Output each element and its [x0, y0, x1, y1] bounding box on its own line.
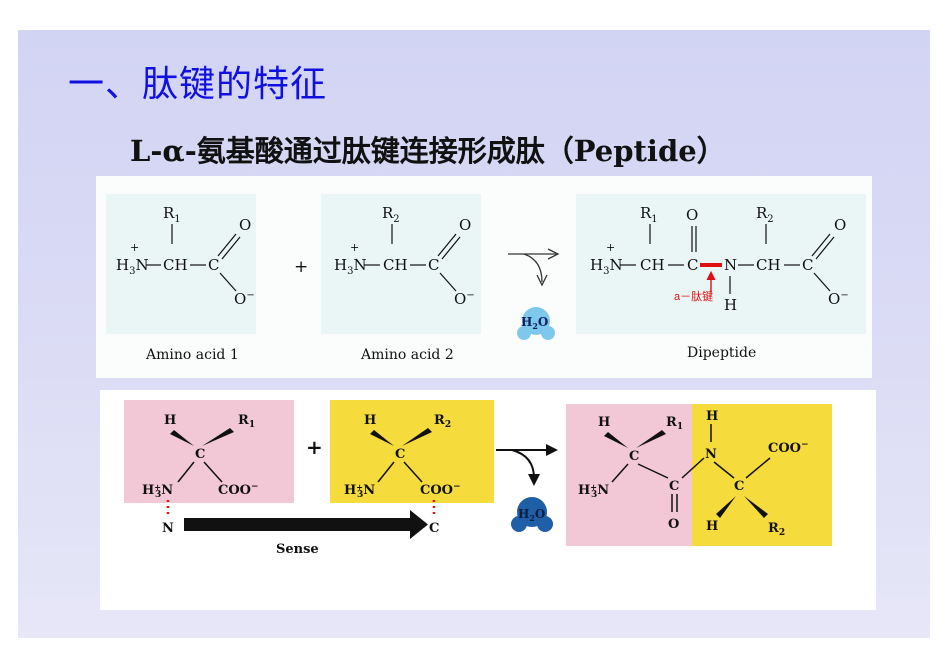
s-aa1-h: H — [164, 413, 176, 428]
dip-ch1: CH — [640, 256, 665, 274]
aa2-single-bond — [439, 272, 457, 292]
dip-ch2: CH — [756, 256, 781, 274]
aa1-carboxyl-c: C — [208, 256, 219, 274]
plus-sign-bottom: + — [306, 435, 323, 459]
water-label-bottom: H2O — [518, 507, 545, 523]
s-aa2-r: R2 — [434, 413, 451, 430]
reaction-diagram-top: R1 + H3N CH C O O− Amino acid 1 + R2 + H… — [96, 176, 872, 378]
slide-title: 一、肽键的特征 — [68, 64, 328, 105]
s-aa2-amine: H+3N — [344, 482, 375, 500]
aa1-pink-box — [124, 400, 294, 503]
aa1-double-bond-b — [221, 236, 241, 260]
s-dip-r1: R1 — [666, 415, 683, 432]
s-aa2-c-end: C — [429, 521, 439, 536]
stereo-aa1: H R1 C H+3N COO− N — [142, 413, 259, 536]
aa2-charge: + — [350, 241, 359, 254]
aa1-double-bond-a — [217, 233, 237, 257]
s-dip-h2: H — [706, 519, 718, 534]
stereo-aa2: H R2 C H+3N COO− C — [344, 413, 461, 536]
s-aa1-amine: H+3N — [142, 482, 173, 500]
dip-nh-n: N — [724, 256, 737, 274]
dip-o2: O — [834, 216, 846, 234]
peptide-formation-scheme: R1 + H3N CH C O O− Amino acid 1 + R2 + H… — [106, 194, 866, 363]
aa1-oxygen: O — [239, 216, 251, 234]
dip-o-minus: O− — [828, 290, 849, 308]
slide-subtitle: L-α-氨基酸通过肽键连接形成肽（Peptide） — [130, 134, 726, 168]
reaction-arrow-bottom — [496, 444, 558, 486]
water-label-top: H2O — [521, 315, 548, 331]
s-dip-nh-h: H — [706, 409, 718, 424]
dipeptide-top: R1 + H3N CH C O N H CH R2 C O O− a－肽键 Di… — [590, 204, 849, 361]
aa2-o-minus: O− — [454, 290, 475, 308]
aa2-double-bond-b — [441, 236, 461, 260]
dip-c2: C — [802, 256, 813, 274]
dip-r1: R1 — [640, 204, 658, 225]
dip-c1: C — [687, 256, 698, 274]
dipeptide-pink-box — [566, 404, 706, 546]
aa1-single-bond — [219, 272, 237, 292]
s-dip-c1: C — [629, 449, 639, 464]
aa1-background — [106, 194, 256, 334]
s-aa1-n-end: N — [162, 521, 174, 536]
s-dip-r2: R2 — [768, 521, 785, 538]
s-dip-carbonyl-c: C — [669, 479, 679, 494]
dip-o1: O — [686, 206, 698, 224]
reaction-diagram-bottom: H R1 C H+3N COO− N + H R2 C H+3N COO− C … — [100, 390, 876, 610]
aa1-label: Amino acid 1 — [145, 347, 239, 363]
water-molecule-top: H2O — [517, 307, 555, 340]
s-aa1-c: C — [195, 447, 205, 462]
aa2-ch: CH — [383, 256, 408, 274]
s-aa1-r: R1 — [238, 413, 255, 430]
s-aa2-h: H — [364, 413, 376, 428]
s-dip-h1: H — [598, 415, 610, 430]
dipeptide-yellow-box — [692, 404, 832, 546]
aa2-background — [321, 194, 481, 334]
aa1-charge: + — [130, 241, 139, 254]
s-aa2-coo: COO− — [420, 482, 461, 498]
amino-acid-2: R2 + H3N CH C O O− Amino acid 2 — [334, 204, 475, 363]
amino-acid-1: R1 + H3N CH C O O− Amino acid 1 — [116, 204, 255, 363]
sense-arrow: Sense — [184, 510, 428, 557]
aa1-o-minus: O− — [234, 290, 255, 308]
aa1-r-group: R1 — [163, 204, 181, 225]
stereo-peptide-scheme: H R1 C H+3N COO− N + H R2 C H+3N COO− C … — [124, 400, 832, 557]
aa2-double-bond-a — [437, 233, 457, 257]
s-dip-o: O — [668, 517, 679, 532]
dip-amine: H3N — [590, 256, 623, 277]
dip-nh-h: H — [724, 296, 737, 314]
sense-label: Sense — [276, 542, 319, 557]
aa2-amine: H3N — [334, 256, 367, 277]
s-aa1-coo: COO− — [218, 482, 259, 498]
dipeptide-label: Dipeptide — [687, 345, 756, 361]
aa1-amine: H3N — [116, 256, 149, 277]
dip-charge: + — [606, 241, 615, 254]
aa2-yellow-box — [330, 400, 494, 503]
aa2-oxygen: O — [459, 216, 471, 234]
aa2-label: Amino acid 2 — [360, 347, 454, 363]
plus-sign-top: + — [294, 257, 308, 277]
aa2-r-group: R2 — [382, 204, 400, 225]
water-molecule-bottom: H2O — [511, 497, 553, 532]
s-dip-c2: C — [734, 479, 744, 494]
aa2-carboxyl-c: C — [428, 256, 439, 274]
s-dip-nh-n: N — [705, 447, 717, 462]
aa1-ch: CH — [163, 256, 188, 274]
s-dip-coo: COO− — [768, 440, 809, 456]
reaction-arrow-top — [508, 248, 560, 287]
stereo-dipeptide: H R1 C H+3N C O H N C COO− H R2 — [578, 409, 809, 538]
peptide-bond-label: a－肽键 — [674, 289, 713, 303]
s-dip-amine: H+3N — [578, 482, 609, 500]
s-aa2-c: C — [395, 447, 405, 462]
dip-r2: R2 — [756, 204, 774, 225]
